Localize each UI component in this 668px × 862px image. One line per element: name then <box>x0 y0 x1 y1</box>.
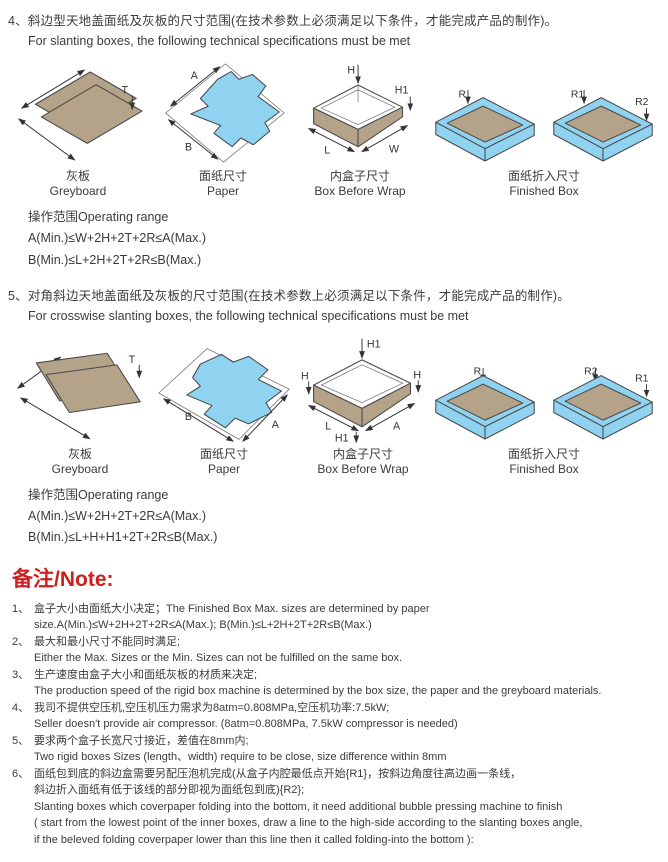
paper-figure-1: A B 面纸尺寸 Paper <box>158 56 288 199</box>
finished-box-tray-2: R1 R2 <box>553 90 653 162</box>
greyboard-figure-1: T 灰板 Greyboard <box>12 62 144 199</box>
box-before-wrap-figure-2: H1 H H L A H1 内盒子尺寸 Box Before Wrap <box>300 331 426 477</box>
note-line: The production speed of the rigid box ma… <box>34 685 602 697</box>
box-before-wrap-figure-1: H H1 L W 内盒子尺寸 Box Before Wrap <box>302 58 418 199</box>
paper-caption: 面纸尺寸 Paper <box>198 169 247 198</box>
finished-box-figure-2: R R2 R1 <box>432 362 656 477</box>
greyboard-diagram: T <box>18 69 143 161</box>
dim-L: L <box>325 420 331 432</box>
note-item-2: 2、 最大和最小尺寸不能同时满足; Either the Max. Sizes … <box>8 634 660 667</box>
paper-diagram: A B <box>165 63 285 163</box>
box-before-wrap-diagram: H H1 L W <box>307 64 414 157</box>
dim-A: A <box>191 70 199 82</box>
finished-box-tray-1: R <box>435 366 535 440</box>
finished-box-tray-1: R <box>435 90 535 162</box>
note-number: 1、 <box>12 602 30 615</box>
section5-diagrams: T 灰板 Greyboard B A 面纸尺寸 <box>12 331 656 477</box>
note-number: 3、 <box>12 668 30 681</box>
section4-heading-zh: 4、斜边型天地盖面纸及灰板的尺寸范围(在技术参数上必须满足以下条件，才能完成产品… <box>8 14 558 28</box>
dim-R2: R2 <box>584 366 598 377</box>
section4-heading: 4、斜边型天地盖面纸及灰板的尺寸范围(在技术参数上必须满足以下条件，才能完成产品… <box>8 10 660 48</box>
note-line: 盒子大小由面纸大小决定；The Finished Box Max. sizes … <box>34 602 430 615</box>
section5-heading-zh: 5、对角斜边天地盖面纸及灰板的尺寸范围(在技术参数上必须满足以下条件，才能完成产… <box>8 288 570 303</box>
section5-operating-range: 操作范围Operating range A(Min.)≤W+2H+2T+2R≤A… <box>28 485 660 549</box>
paper-caption: 面纸尺寸 Paper <box>199 446 248 476</box>
section4-operating-range: 操作范围Operating range A(Min.)≤W+2H+2T+2R≤A… <box>28 207 660 271</box>
note-item-4: 4、 我司不提供空压机,空压机压力需求为8atm=0.808MPa,空压机功率:… <box>8 700 660 733</box>
operating-range-title: 操作范围Operating range <box>28 487 169 502</box>
dim-H1: H1 <box>395 85 409 97</box>
operating-range-title: 操作范围Operating range <box>28 210 169 224</box>
note-line: Seller doesn't provide air compressor. (… <box>34 718 458 730</box>
dim-W: W <box>389 144 399 156</box>
note-line: 我司不提供空压机,空压机压力需求为8atm=0.808MPa,空压机功率:7.5… <box>34 701 390 714</box>
note-heading: 备注/Note: <box>12 567 114 591</box>
note-number: 5、 <box>12 734 30 747</box>
box-before-wrap-diagram: H1 H H L A H1 <box>301 338 422 444</box>
dim-A: A <box>272 419 280 431</box>
note-line: 要求两个盒子长宽尺寸接近，差值在8mm内; <box>34 734 249 747</box>
greyboard-caption: 灰板 Greyboard <box>51 446 109 476</box>
operating-range-formula-b: B(Min.)≤L+2H+2T+2R≤B(Max.) <box>28 252 202 267</box>
note-line: 斜边折入面纸有低于该线的部分即视为面纸包到底){R2}; <box>34 784 305 796</box>
dim-H: H <box>301 370 309 382</box>
greyboard-diagram: T <box>17 352 143 439</box>
section5-heading-en: For crosswise slanting boxes, the follow… <box>28 308 469 323</box>
finished-box-caption: 面纸折入尺寸 Finished Box <box>507 169 580 198</box>
dim-H1: H1 <box>367 338 381 350</box>
note-line: 面纸包到底的斜边盒需要另配压泡机完成(从盒子内腔最低点开始{R1}，按斜边角度往… <box>34 767 522 780</box>
note-line: Slanting boxes which coverpaper folding … <box>34 800 563 813</box>
dim-H: H <box>413 369 421 381</box>
note-line: Either the Max. Sizes or the Min. Sizes … <box>34 652 403 664</box>
greyboard-figure-2: T 灰板 Greyboard <box>12 344 148 477</box>
note-item-3: 3、 生产速度由盒子大小和面纸灰板的材质来决定; The production … <box>8 667 660 700</box>
note-item-1: 1、 盒子大小由面纸大小决定；The Finished Box Max. siz… <box>8 601 660 634</box>
operating-range-formula-b: B(Min.)≤L+H+H1+2T+2R≤B(Max.) <box>28 530 218 545</box>
dim-A: A <box>393 420 401 432</box>
dim-R2: R2 <box>635 97 649 108</box>
note-line: 最大和最小尺寸不能同时满足; <box>34 635 181 648</box>
operating-range-formula-a: A(Min.)≤W+2H+2T+2R≤A(Max.) <box>28 231 206 246</box>
finished-box-caption: 面纸折入尺寸 Finished Box <box>507 446 580 476</box>
paper-figure-2: B A 面纸尺寸 Paper <box>154 341 294 477</box>
note-line: 生产速度由盒子大小和面纸灰板的材质来决定; <box>34 668 258 681</box>
note-number: 4、 <box>12 701 30 714</box>
box-before-wrap-caption: 内盒子尺寸 Box Before Wrap <box>317 446 409 476</box>
note-number: 2、 <box>12 635 30 648</box>
dim-R1: R1 <box>635 373 649 384</box>
finished-box-tray-2: R2 R1 <box>553 366 653 440</box>
greyboard-caption: 灰板 Greyboard <box>49 169 107 198</box>
note-item-6: 6、 面纸包到底的斜边盒需要另配压泡机完成(从盒子内腔最低点开始{R1}，按斜边… <box>8 766 660 849</box>
paper-diagram: B A <box>158 347 290 442</box>
note-line: ( start from the lowest point of the inn… <box>34 817 583 829</box>
section-4: 4、斜边型天地盖面纸及灰板的尺寸范围(在技术参数上必须满足以下条件，才能完成产品… <box>8 10 660 271</box>
operating-range-formula-a: A(Min.)≤W+2H+2T+2R≤A(Max.) <box>28 509 206 523</box>
dim-R1: R1 <box>571 90 585 101</box>
dim-T: T <box>129 354 136 366</box>
dim-H: H <box>347 64 355 76</box>
dim-R: R <box>474 366 482 377</box>
dim-B: B <box>185 411 192 423</box>
note-line: if the beleved folding coverpaper lower … <box>34 833 474 846</box>
dim-L: L <box>324 145 330 157</box>
note-number: 6、 <box>12 767 30 780</box>
section-5: 5、对角斜边天地盖面纸及灰板的尺寸范围(在技术参数上必须满足以下条件，才能完成产… <box>8 285 660 549</box>
note-line: size.A(Min.)≤W+2H+2T+2R≤A(Max.); B(Min.)… <box>34 619 372 631</box>
note-item-5: 5、 要求两个盒子长宽尺寸接近，差值在8mm内; Two rigid boxes… <box>8 733 660 766</box>
box-before-wrap-caption: 内盒子尺寸 Box Before Wrap <box>314 169 406 198</box>
dim-B: B <box>185 142 192 154</box>
dim-H1: H1 <box>335 432 349 444</box>
note-section: 备注/Note: 1、 盒子大小由面纸大小决定；The Finished Box… <box>8 563 660 849</box>
dim-T: T <box>122 84 129 96</box>
section5-heading: 5、对角斜边天地盖面纸及灰板的尺寸范围(在技术参数上必须满足以下条件，才能完成产… <box>8 285 660 323</box>
note-line: Two rigid boxes Sizes (length、width) req… <box>34 751 447 763</box>
dim-R: R <box>459 90 467 101</box>
finished-box-figure-1: R R1 R2 <box>432 84 656 199</box>
section4-diagrams: T 灰板 Greyboard A B 面纸尺寸 <box>12 56 656 199</box>
section4-heading-en: For slanting boxes, the following techni… <box>28 34 411 48</box>
